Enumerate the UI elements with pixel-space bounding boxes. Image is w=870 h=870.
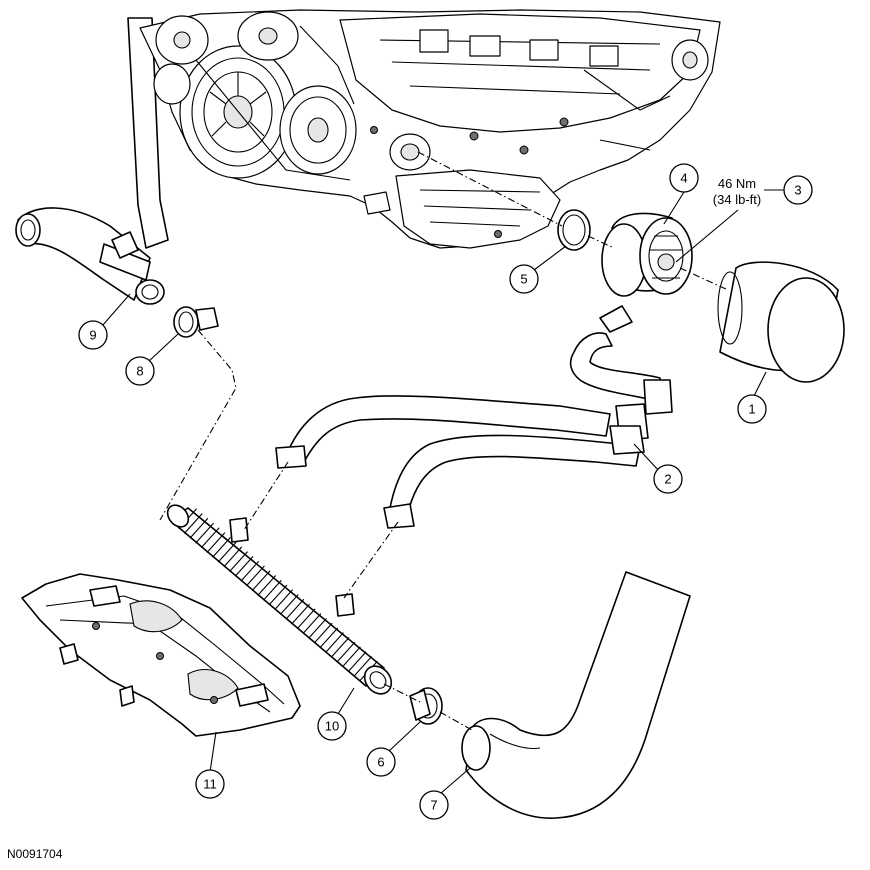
callout-4-label: 4 bbox=[680, 171, 687, 186]
callout-4: 4 bbox=[669, 163, 699, 193]
hose-rib bbox=[251, 570, 271, 592]
hose-rib bbox=[302, 613, 322, 634]
hose-rib bbox=[217, 541, 237, 563]
hose-rib bbox=[325, 632, 344, 653]
corrugated-oil-cooler-hose-part-10 bbox=[166, 504, 393, 695]
coolant-hose-part-9 bbox=[15, 207, 165, 305]
callout-5: 5 bbox=[509, 264, 539, 294]
hose-rib bbox=[212, 537, 231, 558]
hose-rib bbox=[313, 622, 333, 644]
hose-rib bbox=[257, 575, 277, 596]
callout-9: 9 bbox=[78, 320, 108, 350]
callout-7: 7 bbox=[419, 790, 449, 820]
callout-7-label: 7 bbox=[430, 798, 437, 813]
oil-filter-part-1 bbox=[717, 261, 845, 383]
hose-rib bbox=[296, 608, 316, 630]
hose-rib bbox=[291, 603, 311, 625]
callout-2-label: 2 bbox=[664, 472, 671, 487]
heat-shield-part-11 bbox=[21, 573, 301, 737]
hose-rib bbox=[240, 560, 260, 582]
callout-6-label: 6 bbox=[377, 755, 384, 770]
hose-rib bbox=[279, 594, 299, 615]
o-ring-part-5 bbox=[557, 209, 591, 251]
hose-rib bbox=[319, 627, 339, 649]
hose-rib bbox=[308, 618, 327, 639]
callout-1-label: 1 bbox=[748, 402, 755, 417]
torque-spec-imperial: (34 lb-ft) bbox=[713, 192, 761, 207]
hose-rib bbox=[245, 565, 265, 587]
hose-clamp-part-6 bbox=[409, 687, 443, 725]
hose-rib bbox=[200, 527, 220, 549]
hose-rib bbox=[274, 589, 294, 611]
callout-8: 8 bbox=[125, 356, 155, 386]
torque-spec-metric: 46 Nm bbox=[718, 176, 756, 191]
callouts: 1 2 3 46 Nm (34 lb-ft) 4 5 bbox=[78, 163, 813, 820]
assembly-alignment-lines bbox=[159, 151, 729, 731]
coolant-tubes-part-2 bbox=[275, 305, 673, 529]
hose-rib bbox=[183, 513, 203, 534]
callout-2: 2 bbox=[653, 464, 683, 494]
callout-10: 10 bbox=[317, 711, 347, 741]
callout-8-label: 8 bbox=[136, 364, 143, 379]
hose-rib bbox=[229, 551, 248, 572]
hose-rib bbox=[336, 641, 356, 663]
callout-6: 6 bbox=[366, 747, 396, 777]
callout-10-label: 10 bbox=[325, 719, 339, 734]
hose-rib bbox=[234, 556, 254, 577]
hose-rib bbox=[262, 579, 282, 601]
callout-5-label: 5 bbox=[520, 272, 527, 287]
hose-rib bbox=[189, 517, 209, 539]
callout-9-label: 9 bbox=[89, 328, 96, 343]
callout-11: 11 bbox=[195, 769, 225, 799]
callout-1: 1 bbox=[737, 394, 767, 424]
oil-cooler-part-4 bbox=[601, 212, 693, 297]
hose-rib bbox=[285, 598, 305, 620]
hose-rib bbox=[341, 646, 361, 668]
callout-3: 3 bbox=[783, 175, 813, 205]
callout-11-label: 11 bbox=[203, 777, 217, 792]
engine-assembly bbox=[127, 9, 721, 249]
hose-rib bbox=[347, 651, 367, 673]
figure-id: N0091704 bbox=[7, 847, 63, 861]
hose-clamp-part-8 bbox=[173, 306, 219, 338]
hose-rib bbox=[353, 656, 373, 677]
lower-coolant-hose-part-7 bbox=[461, 571, 691, 819]
hose-rib bbox=[195, 522, 215, 544]
hose-rib bbox=[330, 637, 350, 658]
hose-rib bbox=[223, 546, 243, 568]
callout-3-label: 3 bbox=[794, 183, 801, 198]
hose-rib bbox=[268, 584, 288, 606]
hose-rib bbox=[206, 532, 226, 553]
